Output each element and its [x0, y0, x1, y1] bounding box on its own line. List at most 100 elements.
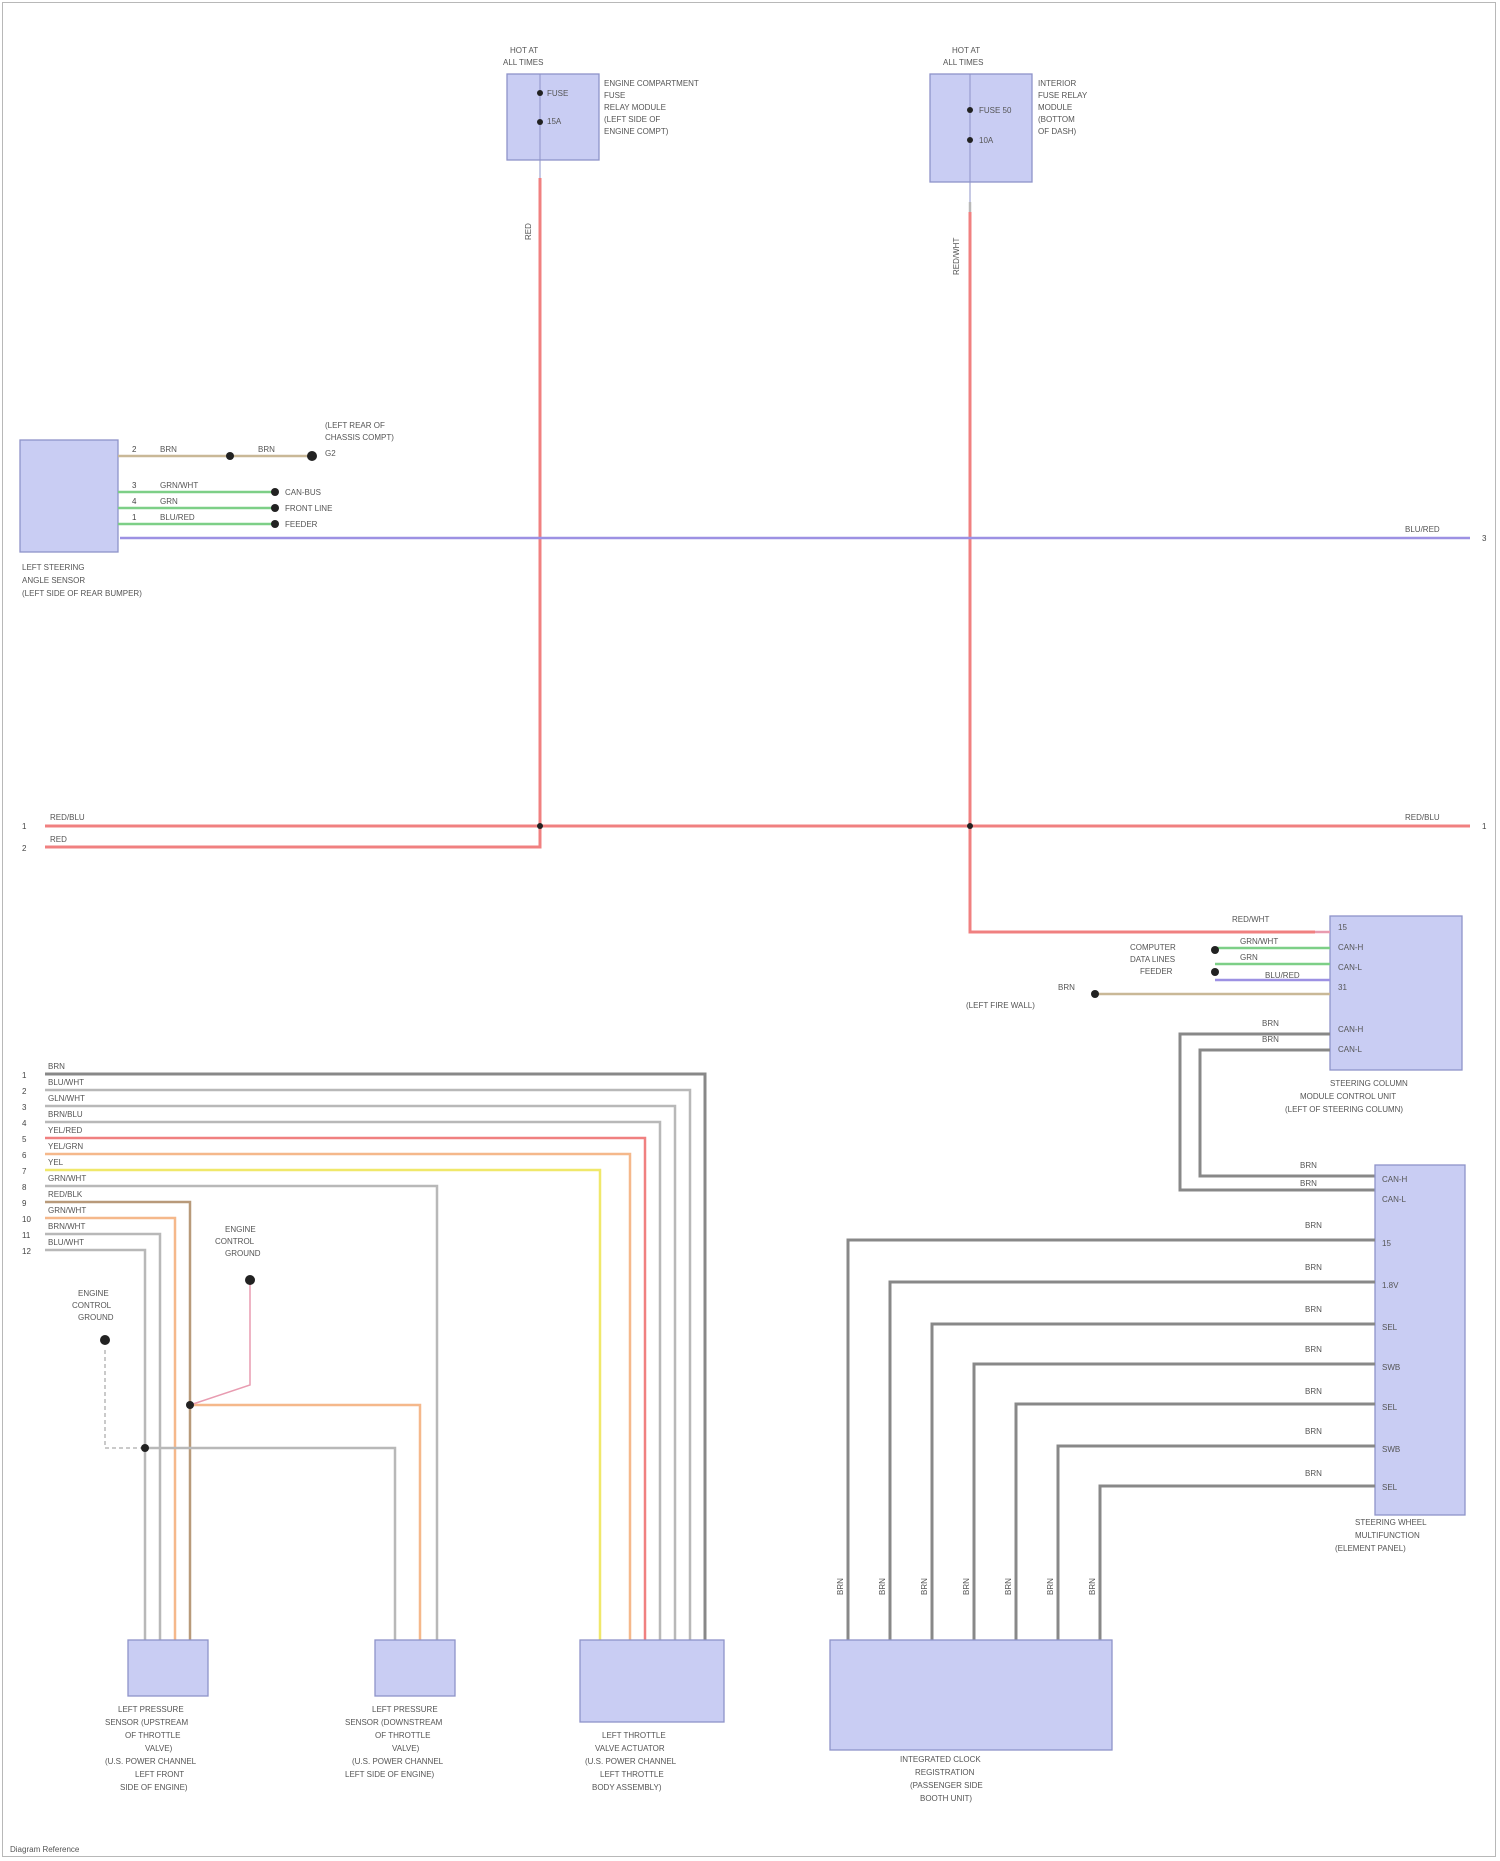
c5-pin-5: SWB [1382, 1363, 1400, 1372]
fuse-right-desc-3: (BOTTOM [1038, 115, 1075, 124]
ls-ground-1: CHASSIS COMPT) [325, 433, 394, 442]
eg-b-2: GROUND [78, 1313, 114, 1322]
hl-num-4: 5 [22, 1135, 27, 1144]
fuse-desc-1: FUSE [604, 91, 625, 100]
hl-num-11: 12 [22, 1247, 31, 1256]
ls-label-1: ANGLE SENSOR [22, 576, 85, 585]
ls-ground-0: (LEFT REAR OF [325, 421, 385, 430]
hl-wire-2: GLN/WHT [48, 1094, 85, 1103]
steering-column-module: RED/WHT GRN/WHT GRN BLU/RED BRN BRN BRN … [966, 915, 1462, 1190]
hl-num-2: 3 [22, 1103, 27, 1112]
hl-wire-3: BRN/BLU [48, 1110, 83, 1119]
c5-label-2: (ELEMENT PANEL) [1335, 1544, 1406, 1553]
hl-wire-7: GRN/WHT [48, 1174, 86, 1183]
ls-splice-2: FEEDER [285, 520, 318, 529]
c4-label-1: REGISTRATION [915, 1768, 975, 1777]
sm-pin-4: CAN-H [1338, 1025, 1364, 1034]
c5-label-0: STEERING WHEEL [1355, 1518, 1427, 1527]
svg-text:3: 3 [1482, 534, 1487, 543]
hl-wire-8: RED/BLK [48, 1190, 83, 1199]
sm-pin-3: 31 [1338, 983, 1347, 992]
wire-label-red-right: RED/WHT [952, 238, 961, 275]
hl-wire-4: YEL/RED [48, 1126, 82, 1135]
footer-text: Diagram Reference [10, 1845, 80, 1854]
svg-text:1: 1 [1482, 822, 1487, 831]
c2-box [375, 1640, 455, 1696]
ls-wire-2: GRN/WHT [160, 481, 198, 490]
sm-wire-2: GRN [1240, 953, 1258, 962]
c1-label-0: LEFT PRESSURE [118, 1705, 184, 1714]
c4-wire-5: BRN [1046, 1578, 1055, 1595]
eg-a-0: ENGINE [225, 1225, 256, 1234]
hot-at-label: HOT AT [510, 46, 538, 55]
sm-ground-0: (LEFT FIRE WALL) [966, 1001, 1035, 1010]
c5-wire-7: BRN [1305, 1427, 1322, 1436]
bus-label-red-bottom-left: RED [50, 835, 67, 844]
c5-wire-2: BRN [1305, 1221, 1322, 1230]
fuse-right-desc-2: MODULE [1038, 103, 1072, 112]
sm-splice-0: COMPUTER [1130, 943, 1176, 952]
svg-text:2: 2 [22, 844, 27, 853]
eg-a-2: GROUND [225, 1249, 261, 1258]
left-throttle-valve-actuator: LEFT THROTTLE VALVE ACTUATOR (U.S. POWER… [580, 1640, 724, 1792]
c2-label-2: OF THROTTLE [375, 1731, 430, 1740]
sm-splice-1: DATA LINES [1130, 955, 1175, 964]
c3-label-2: (U.S. POWER CHANNEL [585, 1757, 677, 1766]
sm-pin-5: CAN-L [1338, 1045, 1363, 1054]
c5-pin-0: CAN-H [1382, 1175, 1408, 1184]
c2-label-4: (U.S. POWER CHANNEL [352, 1757, 444, 1766]
left-pressure-sensor-downstream: LEFT PRESSURE SENSOR (DOWNSTREAM OF THRO… [345, 1640, 455, 1779]
eg-b-1: CONTROL [72, 1301, 112, 1310]
c1-label-3: VALVE) [145, 1744, 173, 1753]
hl-num-5: 6 [22, 1151, 27, 1160]
sm-wire-0: RED/WHT [1232, 915, 1269, 924]
left-steering-angle-sensor: 2 3 4 1 BRN BRN GRN/WHT GRN BLU/RED (LEF… [20, 421, 394, 598]
c3-label-1: VALVE ACTUATOR [595, 1744, 665, 1753]
c5-label-1: MULTIFUNCTION [1355, 1531, 1420, 1540]
fuse-label-b: 15A [547, 117, 562, 126]
c5-wire-3: BRN [1305, 1263, 1322, 1272]
c5-wire-0: BRN [1300, 1161, 1317, 1170]
hl-wire-1: BLU/WHT [48, 1078, 84, 1087]
hl-num-8: 9 [22, 1199, 27, 1208]
c2-label-5: LEFT SIDE OF ENGINE) [345, 1770, 435, 1779]
hl-wire-6: YEL [48, 1158, 64, 1167]
c3-label-0: LEFT THROTTLE [602, 1731, 666, 1740]
ls-wire-1: BRN [258, 445, 275, 454]
eg-a-1: CONTROL [215, 1237, 255, 1246]
c4-wire-1: BRN [878, 1578, 887, 1595]
sm-pin-0: 15 [1338, 923, 1347, 932]
fuse-desc-4: ENGINE COMPT) [604, 127, 669, 136]
svg-text:3: 3 [132, 481, 137, 490]
svg-text:4: 4 [132, 497, 137, 506]
c5-pin-2: 15 [1382, 1239, 1391, 1248]
c4-wire-2: BRN [920, 1578, 929, 1595]
c3-label-4: BODY ASSEMBLY) [592, 1783, 662, 1792]
c2-label-1: SENSOR (DOWNSTREAM [345, 1718, 443, 1727]
c1-label-2: OF THROTTLE [125, 1731, 180, 1740]
bus-label-red-top-left: RED/BLU [50, 813, 85, 822]
fuse-desc-2: RELAY MODULE [604, 103, 666, 112]
ls-label-2: (LEFT SIDE OF REAR BUMPER) [22, 589, 142, 598]
steering-wheel-multifunction: CAN-H CAN-L 15 1.8V SEL SWB SEL SWB SEL … [1300, 1161, 1465, 1553]
c5-pin-7: SWB [1382, 1445, 1400, 1454]
c5-pin-3: 1.8V [1382, 1281, 1399, 1290]
c4-box [830, 1640, 1112, 1750]
sm-pin-1: CAN-H [1338, 943, 1364, 952]
c1-box [128, 1640, 208, 1696]
hl-wire-0: BRN [48, 1062, 65, 1071]
fuse-block-right: HOT AT ALL TIMES FUSE 50 10A INTERIOR FU… [930, 46, 1088, 275]
c4-label-2: (PASSENGER SIDE [910, 1781, 983, 1790]
c4-wire-6: BRN [1088, 1578, 1097, 1595]
eg-b-0: ENGINE [78, 1289, 109, 1298]
hl-wire-9: GRN/WHT [48, 1206, 86, 1215]
bus-label-red-right: RED/BLU [1405, 813, 1440, 822]
c5-wire-6: BRN [1305, 1387, 1322, 1396]
hl-num-0: 1 [22, 1071, 27, 1080]
c4-label-3: BOOTH UNIT) [920, 1794, 972, 1803]
c1-label-6: SIDE OF ENGINE) [120, 1783, 188, 1792]
c4-wire-4: BRN [1004, 1578, 1013, 1595]
hl-num-9: 10 [22, 1215, 31, 1224]
fuse-desc-3: (LEFT SIDE OF [604, 115, 660, 124]
